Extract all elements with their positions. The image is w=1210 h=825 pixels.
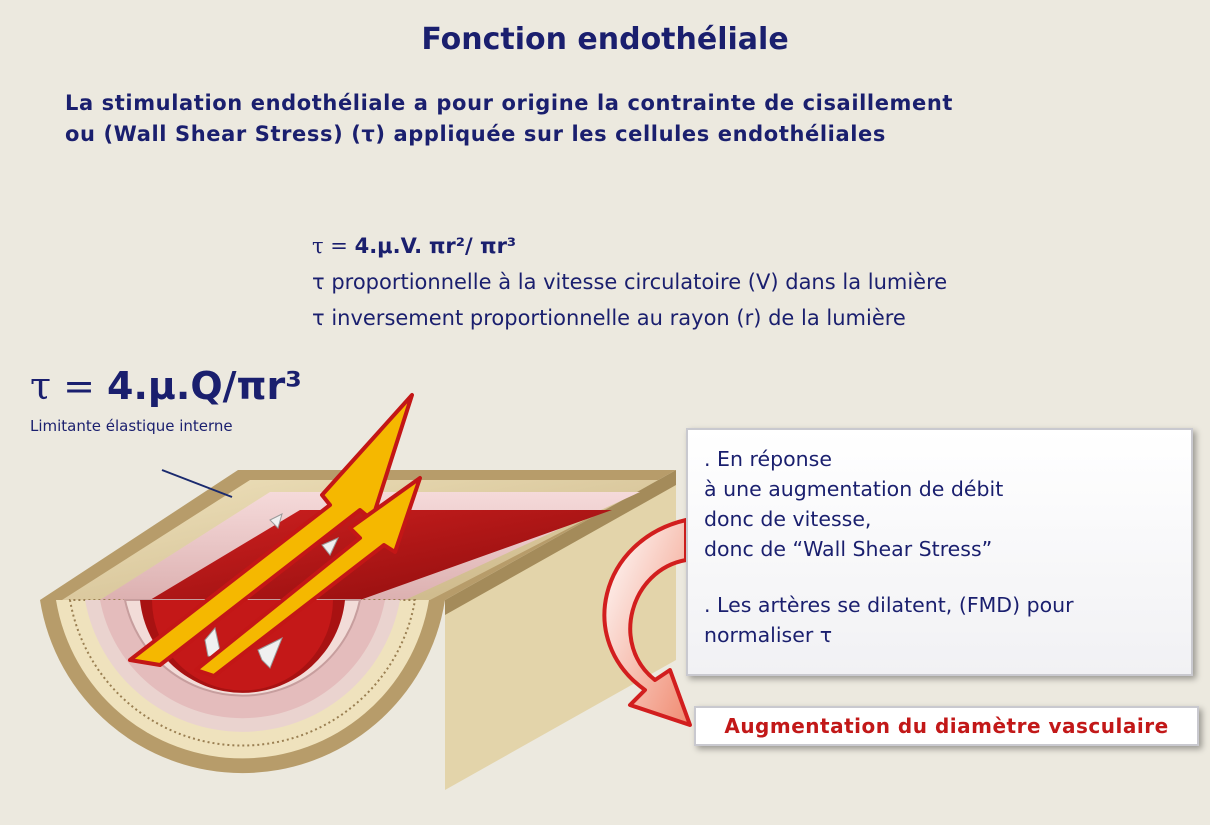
info-box: . En réponse à une augmentation de débit… [686,428,1193,676]
info-line-2: à une augmentation de débit [704,474,1175,504]
cross-section [40,600,445,773]
info-line-5: . Les artères se dilatent, (FMD) pour [704,590,1175,620]
info-line-1: . En réponse [704,444,1175,474]
info-line-3: donc de vitesse, [704,504,1175,534]
info-line-4: donc de “Wall Shear Stress” [704,534,1175,564]
info-line-6: normaliser τ [704,620,1175,650]
result-box: Augmentation du diamètre vasculaire [694,706,1199,746]
